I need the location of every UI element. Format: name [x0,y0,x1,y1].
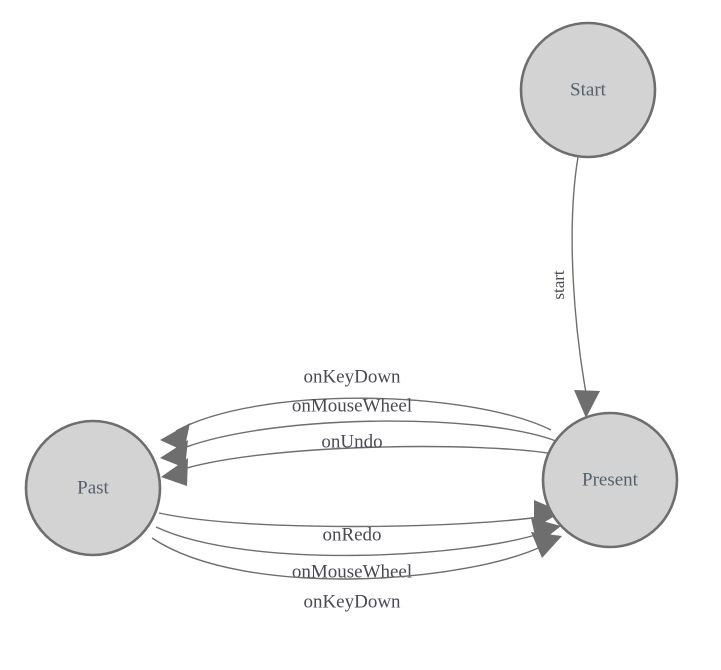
edge-label-onkeydown-top: onKeyDown [303,366,401,387]
node-circle [519,21,657,159]
arrowhead-icon [161,458,188,486]
node-circle [24,419,162,557]
edge-label-onkeydown-bottom: onKeyDown [303,591,401,612]
edge-path [571,156,589,405]
node-label-past: Past [77,477,109,498]
edges-layer: start onKeyDown onMouseWheel onUndo [151,156,600,612]
edge-label-onmousewheel-top: onMouseWheel [292,395,412,416]
node-label-present: Present [582,469,639,490]
node-label-start: Start [570,79,607,100]
node-start[interactable]: Start [519,21,657,159]
node-present[interactable]: Present [541,411,679,549]
arrowhead-icon [574,390,600,418]
edge-past-to-present-onredo[interactable]: onRedo [158,500,562,545]
edge-path [151,537,548,580]
node-circle [541,411,679,549]
arrowhead-icon [531,532,562,558]
edge-present-to-past-onmousewheel[interactable]: onMouseWheel [160,395,557,468]
edge-label-onredo: onRedo [322,524,381,545]
nodes-layer: Start Past Present [24,21,679,557]
edge-present-to-past-onkeydown[interactable]: onKeyDown [160,366,552,451]
edge-path [155,526,546,557]
edge-label-onundo: onUndo [321,431,382,452]
arrowhead-icon [160,440,188,468]
edge-start-to-present[interactable]: start [549,156,600,418]
edge-path [175,397,552,432]
edge-label-start: start [549,270,568,300]
edge-path [176,445,561,472]
edge-present-to-past-onundo[interactable]: onUndo [161,431,561,486]
node-past[interactable]: Past [24,419,162,557]
edge-label-onmousewheel-bottom: onMouseWheel [292,561,412,582]
edge-path [158,512,547,528]
edge-path [175,420,557,452]
edge-past-to-present-onkeydown[interactable]: onKeyDown [151,532,562,612]
